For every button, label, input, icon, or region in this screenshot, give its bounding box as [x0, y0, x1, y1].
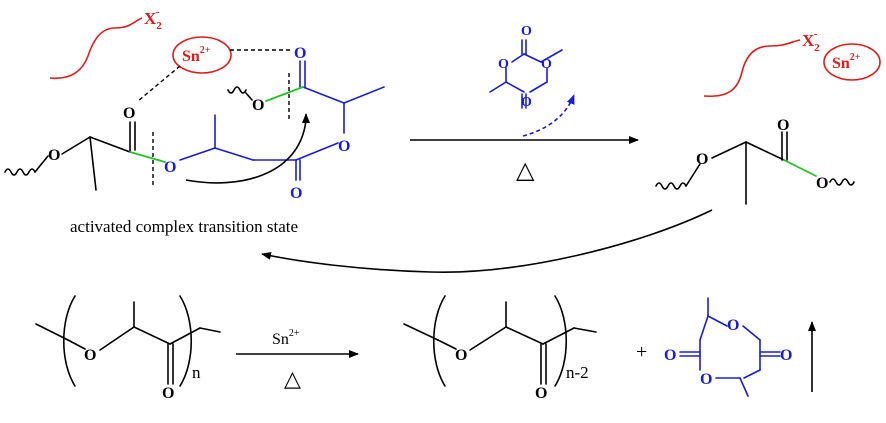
sn-catalyst-ellipse-left: [172, 36, 232, 74]
ester-o-product-2: O: [816, 175, 828, 192]
catalyst-label-bottom: Sn2+: [272, 328, 300, 348]
lactide-product: O O O O: [664, 297, 792, 397]
wavy-bond-right-2: [829, 178, 855, 186]
carbonyl-o-blue-lower: O: [290, 185, 302, 202]
cycle-return-arrow: [261, 209, 713, 273]
ester-o-1: O: [48, 147, 60, 164]
sn-catalyst-ellipse-right: [823, 43, 881, 81]
released-lactide: O O O O: [489, 24, 563, 110]
ring-o-blue: O: [338, 138, 350, 155]
heat-symbol-bottom: △: [284, 366, 301, 391]
catalyst-chain-right: [703, 39, 801, 97]
depolymerization-arrow-group: △ O O O O: [410, 24, 639, 184]
plus-sign: +: [636, 341, 647, 363]
cleaved-bond-2: [265, 86, 304, 102]
new-bond-green: [783, 159, 817, 177]
sn-label-left: Sn2+: [182, 45, 211, 65]
bracket-left-2: [432, 295, 446, 387]
bracket-left-1: [62, 295, 76, 387]
nucleophilic-attack-arrow: [185, 113, 310, 184]
svg-text:O: O: [541, 57, 552, 72]
x2-label-right: X2-: [802, 28, 820, 54]
wavy-bond-left: [4, 168, 36, 176]
svg-text:O: O: [700, 371, 712, 388]
carbonyl-o-product: O: [777, 117, 789, 134]
carbonyl-o-1: O: [123, 105, 135, 122]
catalyst-chain-left: [49, 17, 143, 80]
x2-label-left: X2-: [144, 6, 162, 32]
bracket-right-2: [554, 295, 568, 387]
repeat-n: n: [192, 363, 201, 382]
ester-o-blue: O: [164, 159, 176, 176]
coordination-dash-1: [137, 65, 181, 102]
transition-state-complex: X2- Sn2+ O O O O O O: [4, 6, 385, 202]
polymer-o-2: O: [455, 347, 467, 364]
product-chain-end: X2- Sn2+ O O O: [655, 28, 881, 205]
cleaved-bond-1: [129, 151, 166, 163]
transition-state-caption: activated complex transition state: [70, 217, 298, 236]
svg-text:O: O: [521, 24, 532, 39]
ester-o-inner: O: [252, 97, 264, 114]
polymer-o-1: O: [84, 347, 96, 364]
polymer-carbonyl-o-2: O: [535, 385, 547, 402]
sn-label-right: Sn2+: [832, 52, 861, 72]
heat-symbol-top: △: [516, 158, 535, 184]
svg-text:O: O: [664, 347, 676, 364]
svg-text:O: O: [780, 347, 792, 364]
svg-text:O: O: [498, 57, 509, 72]
repeat-n-minus-2: n-2: [566, 363, 589, 382]
wavy-bond-inner: [227, 86, 247, 94]
svg-text:O: O: [727, 317, 739, 334]
bracket-right-1: [179, 295, 193, 387]
wavy-bond-right-1: [655, 182, 687, 190]
carbonyl-o-blue-upper: O: [294, 45, 306, 62]
ester-o-product: O: [696, 151, 708, 168]
overall-reaction: O O n Sn2+ △ O O n-2 + O: [35, 295, 816, 402]
polymer-carbonyl-o-1: O: [162, 385, 174, 402]
